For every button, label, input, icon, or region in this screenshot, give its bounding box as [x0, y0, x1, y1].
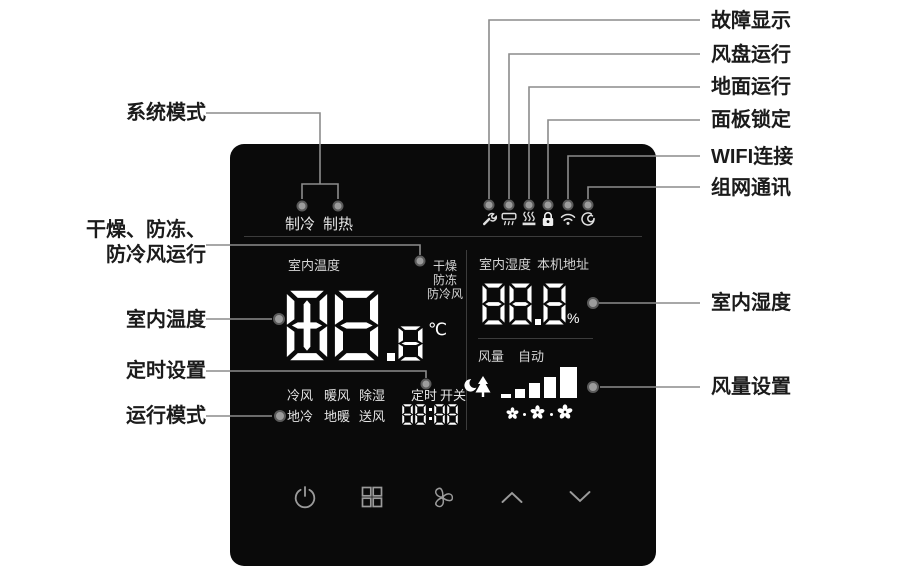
timer-label: 定时: [410, 388, 437, 403]
power-button[interactable]: [292, 484, 318, 510]
temp-decimal-point: [387, 353, 395, 361]
aux-antifreeze-label: 防冻: [432, 273, 457, 287]
callout-label-timer-setting: 定时设置: [126, 360, 206, 382]
wifi-icon: [560, 213, 576, 225]
sleep-icon: [464, 376, 491, 397]
panel-address-label: 本机地址: [537, 257, 590, 272]
mode-coolwind-label: 冷风: [286, 388, 313, 403]
callout-label-run-mode: 运行模式: [126, 405, 206, 427]
up-button[interactable]: [500, 490, 524, 504]
fan-bar-3: [529, 383, 540, 398]
thermostat-panel: 制冷 制热: [230, 144, 656, 566]
fan-volume-label: 风量: [478, 349, 505, 364]
callout-label-fan-volume-setting: 风量设置: [711, 376, 791, 398]
fan-propeller-icon: [434, 487, 454, 508]
power-icon: [294, 486, 316, 509]
timer-colon-bottom: [429, 417, 432, 420]
callout-label-room-temperature: 室内温度: [126, 309, 206, 331]
callout-label-dry-line1: 干燥、防冻、: [86, 219, 206, 241]
humidity-fan-divider: [478, 338, 593, 339]
callout-label-room-humidity: 室内湿度: [711, 292, 791, 314]
fan-large-icon: [557, 404, 573, 420]
mode-cool-label: 制冷: [284, 216, 315, 233]
callout-label-network-comm: 组网通讯: [711, 177, 791, 199]
fault-wrench-icon: [483, 212, 497, 226]
mode-floorcool-label: 地冷: [286, 409, 313, 424]
callout-label-panel-lock: 面板锁定: [711, 109, 791, 131]
panel-humidity-label: 室内湿度: [479, 257, 532, 272]
fan-bar-1: [501, 394, 511, 398]
down-button[interactable]: [568, 490, 592, 504]
fan-medium-icon: [530, 405, 545, 420]
center-divider: [466, 250, 467, 430]
menu-grid-icon: [361, 486, 383, 508]
timer-colon-top: [429, 408, 432, 411]
callout-label-system-mode: 系统模式: [126, 102, 206, 124]
fan-bar-5: [560, 367, 577, 398]
lock-icon: [542, 211, 554, 226]
callout-label-fault-display: 故障显示: [711, 10, 791, 32]
fan-small-icon: [506, 407, 519, 420]
fan-bar-4: [544, 377, 556, 398]
fan-bar-2: [515, 389, 525, 398]
menu-button[interactable]: [359, 484, 385, 510]
humidity-decimal-point: [535, 319, 541, 325]
temp-unit: ℃: [428, 320, 448, 339]
aux-dry-label: 干燥: [432, 259, 457, 273]
mode-dehumidify-label: 除湿: [358, 388, 385, 403]
mode-floorheat-label: 地暖: [323, 409, 350, 424]
humidity-unit: %: [567, 310, 580, 326]
mode-warmwind-label: 暖风: [323, 388, 350, 403]
floor-heating-icon: [522, 211, 536, 226]
fan-auto-label: 自动: [518, 349, 545, 364]
chevron-up-icon: [501, 491, 523, 503]
timer-on-label: 开: [440, 388, 454, 403]
chevron-down-icon: [569, 491, 591, 503]
mode-supplyair-label: 送风: [358, 409, 385, 424]
callout-label-fan-coil-run: 风盘运行: [711, 44, 791, 66]
fan-coil-icon: [501, 212, 517, 226]
callout-label-wifi-connect: WIFI连接: [711, 146, 794, 168]
timer-off-label: 关: [453, 388, 467, 403]
panel-temp-label: 室内温度: [288, 258, 341, 273]
aux-anticold-label: 防冷风: [426, 287, 463, 301]
callout-label-floor-run: 地面运行: [711, 76, 791, 98]
fan-dot-1: [523, 413, 526, 416]
callout-label-dry-antifreeze-run: 干燥、防冻、 防冷风运行: [12, 218, 206, 268]
mode-heat-label: 制热: [322, 216, 353, 233]
callout-label-dry-line2: 防冷风运行: [106, 244, 206, 266]
network-icon: [581, 212, 595, 226]
top-divider: [244, 236, 642, 237]
fan-dot-2: [550, 413, 553, 416]
fan-button[interactable]: [429, 484, 456, 511]
